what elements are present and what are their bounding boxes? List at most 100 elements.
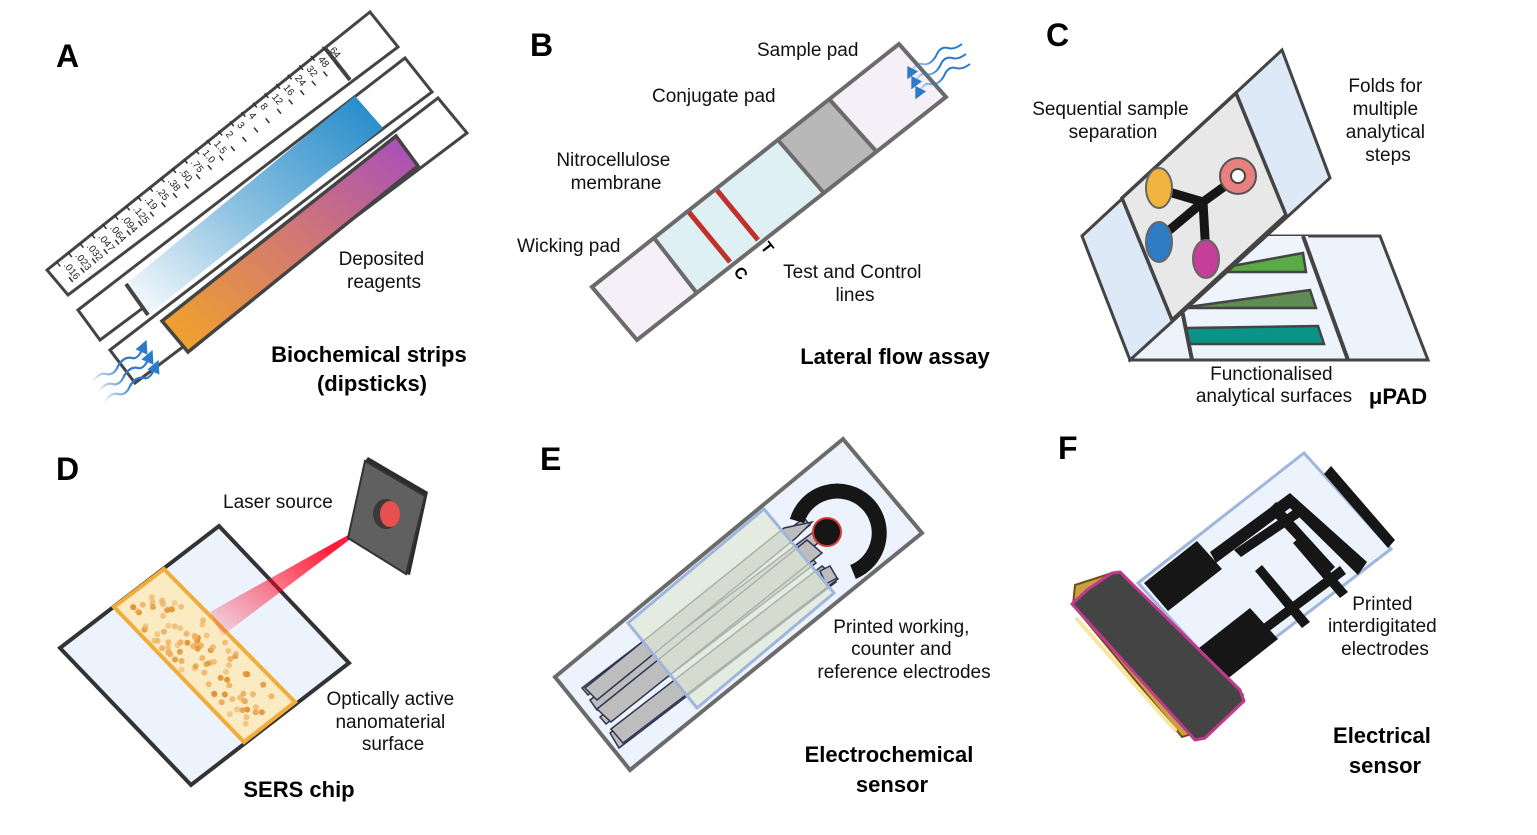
nanoparticle-dot — [149, 604, 156, 610]
label-sample-pad: Sample pad — [757, 40, 858, 61]
panel-e: E Printed working, counter and referen — [540, 436, 991, 797]
counter-electrode — [789, 483, 887, 579]
nanoparticle-dot — [227, 656, 234, 662]
panel-letter-c: C — [1046, 17, 1069, 53]
nanoparticle-dot — [134, 608, 141, 615]
label-test-control: Test and Control lines — [783, 262, 927, 306]
scale-tick — [103, 248, 109, 255]
nanoparticle-dot — [171, 600, 178, 607]
nanoparticle-dot — [217, 674, 224, 681]
nanoparticle-dot — [268, 693, 275, 700]
label-wicking-pad: Wicking pad — [517, 236, 621, 257]
comb-bus-1 — [1210, 493, 1367, 575]
panel-d: D Laser source Optically active nanomate… — [56, 451, 454, 802]
nanoparticle-dot — [226, 711, 233, 718]
reservoir-magenta — [1192, 239, 1220, 279]
label-laser-source: Laser source — [223, 492, 333, 513]
label-deposited-reagents: Deposited reagents — [339, 249, 430, 293]
nanoparticle-dot — [174, 642, 181, 649]
nanoparticle-dots — [130, 594, 275, 727]
sample-inlet-hole — [1230, 168, 1246, 184]
scale-tick — [252, 102, 258, 108]
label-nitrocellulose: Nitrocellulose membrane — [556, 150, 675, 194]
scale-tick — [102, 223, 108, 230]
scale-tick — [334, 61, 340, 68]
scale-tick — [311, 80, 317, 87]
nanoparticle-dot — [199, 621, 206, 628]
finger-1b — [1324, 466, 1395, 548]
scale-tick — [275, 83, 281, 90]
nanoparticle-dot — [139, 601, 146, 608]
panel-a: A .016.023.032.047.064.094.125.19.25.38.… — [44, 9, 473, 403]
nanoparticle-dot — [199, 655, 206, 662]
nanoparticle-dot — [224, 676, 231, 683]
nanoparticle-dot — [165, 649, 172, 656]
nanoparticle-dot — [203, 632, 210, 639]
label-folds: Folds for multiple analytical steps — [1346, 76, 1431, 166]
nanoparticle-dot — [209, 644, 216, 651]
scale-tick — [265, 117, 270, 124]
finger-bus-1a — [1234, 508, 1303, 557]
nanoparticle-dot — [244, 706, 251, 713]
nanoparticle-dot — [242, 720, 249, 727]
laser-lens — [380, 501, 400, 527]
scale-value-label: 4 — [246, 111, 258, 123]
connector-contact-strip — [1075, 617, 1177, 732]
flow-arrows-icon — [91, 339, 160, 403]
nanoparticle-dot — [191, 633, 198, 639]
comb-bus-2 — [1258, 566, 1346, 635]
lfa-strip-outline — [589, 41, 949, 343]
insulation-layer — [625, 506, 837, 711]
nanoparticle-dot — [148, 594, 155, 601]
scale-tick — [67, 251, 73, 258]
nanoparticle-dot — [205, 660, 212, 667]
caption-lateral-flow: Lateral flow assay — [800, 344, 990, 369]
gradient-reagent-pad — [159, 133, 421, 355]
panel-b: B Sample pad Conjugate pad Nitrocellulos… — [517, 27, 991, 369]
panel-letter-b: B — [530, 27, 553, 63]
scale-strip-divider — [323, 46, 352, 82]
scale-value-label: 3 — [234, 120, 246, 132]
nanoparticle-dot — [161, 628, 167, 635]
caption-dipsticks: Biochemical strips (dipsticks) — [271, 342, 473, 396]
lfa-divider-2 — [776, 138, 825, 194]
caption-electrical-sensor: Electrical sensor — [1333, 723, 1437, 778]
panel-letter-a: A — [56, 38, 79, 74]
label-sequential-separation: Sequential sample separation — [1032, 99, 1194, 143]
working-electrode — [812, 517, 842, 547]
scale-tick — [253, 127, 259, 133]
nanoparticle-dot — [176, 648, 183, 655]
nanoparticle-dot — [159, 645, 165, 652]
nanoparticle-dot — [165, 639, 172, 646]
blue-reagent-pad — [126, 96, 383, 315]
nanoparticle-dot — [177, 625, 184, 632]
interdigitated-electrodes — [1144, 466, 1395, 680]
scale-tick — [79, 242, 84, 249]
scale-tick — [217, 130, 223, 136]
scale-tick — [68, 276, 74, 283]
caption-sers-chip: SERS chip — [243, 777, 354, 802]
nanoparticle-dot — [154, 631, 161, 638]
nanoparticle-dot — [165, 644, 172, 651]
scale-tick — [298, 64, 304, 71]
reservoir-yellow — [1145, 167, 1173, 209]
scale-tick — [264, 92, 269, 99]
scale-tick — [299, 89, 305, 96]
control-line — [686, 209, 732, 264]
scale-tick — [172, 192, 178, 199]
nanoparticle-dot — [142, 623, 149, 630]
scale-tick — [126, 230, 132, 236]
nanoparticle-dot — [172, 656, 178, 663]
scale-strip-body — [44, 9, 401, 298]
nanoparticle-dot — [201, 669, 208, 676]
scale-tick — [288, 99, 294, 105]
scale-tick — [80, 267, 85, 274]
scale-tick — [136, 195, 142, 202]
nanoparticle-dot — [154, 637, 161, 644]
electrochemical-strip — [552, 436, 925, 773]
nanoparticle-dot — [258, 709, 265, 716]
laser-source-icon — [346, 457, 428, 576]
nanoparticle-dot — [225, 648, 232, 654]
laser-source-edge — [365, 457, 428, 575]
scale-tick — [148, 186, 154, 193]
